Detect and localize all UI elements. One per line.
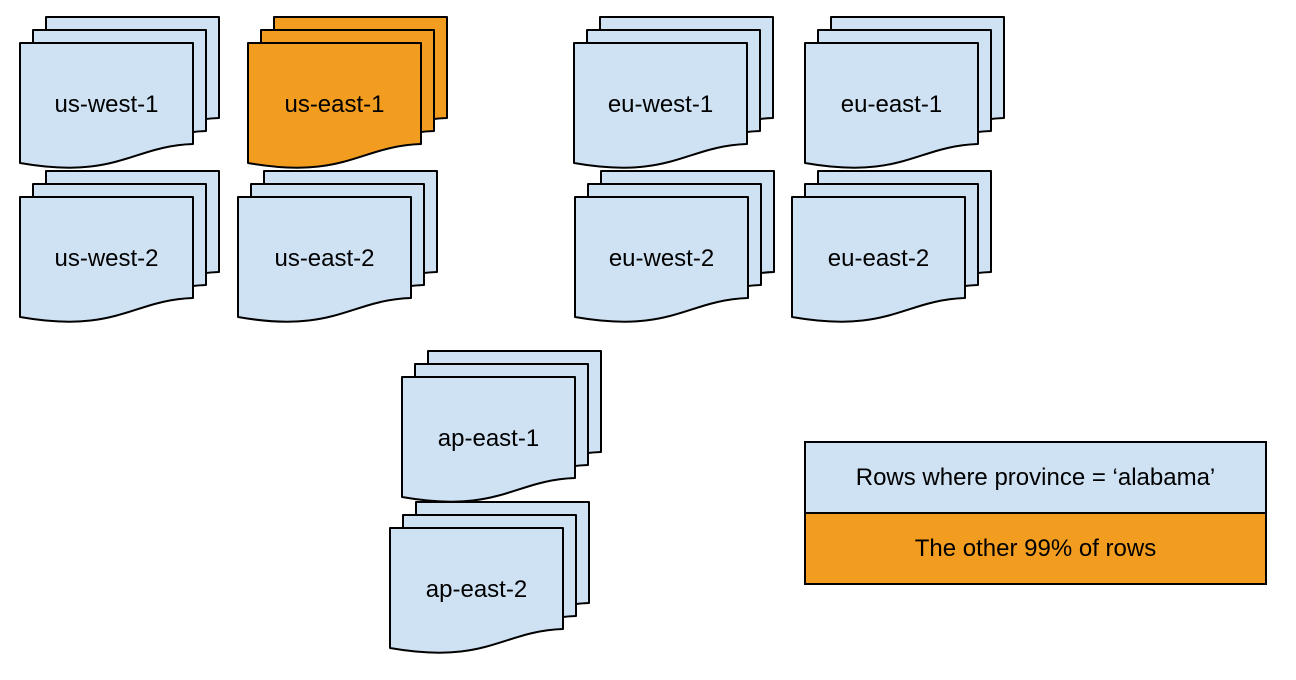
- document-stack-icon: [19, 16, 221, 172]
- legend-item-label: The other 99% of rows: [914, 534, 1157, 562]
- region-stack: eu-east-1: [804, 16, 1006, 172]
- document-stack-icon: [573, 16, 775, 172]
- legend: Rows where province = ‘alabama’ The othe…: [804, 441, 1267, 585]
- region-stack: ap-east-2: [389, 501, 591, 657]
- region-stack: us-east-1: [247, 16, 449, 172]
- region-stack: ap-east-1: [401, 350, 603, 506]
- document-stack-icon: [574, 170, 776, 326]
- legend-item: The other 99% of rows: [806, 512, 1265, 583]
- region-stack: us-west-2: [19, 170, 221, 326]
- document-stack-icon: [247, 16, 449, 172]
- region-stack: eu-west-1: [573, 16, 775, 172]
- region-stack: us-west-1: [19, 16, 221, 172]
- document-stack-icon: [401, 350, 603, 506]
- region-stack: us-east-2: [237, 170, 439, 326]
- region-stack: eu-east-2: [791, 170, 993, 326]
- document-stack-icon: [237, 170, 439, 326]
- document-stack-icon: [19, 170, 221, 326]
- document-stack-icon: [791, 170, 993, 326]
- document-stack-icon: [389, 501, 591, 657]
- legend-item-label: Rows where province = ‘alabama’: [855, 463, 1216, 491]
- legend-item: Rows where province = ‘alabama’: [806, 443, 1265, 512]
- document-stack-icon: [804, 16, 1006, 172]
- region-stack: eu-west-2: [574, 170, 776, 326]
